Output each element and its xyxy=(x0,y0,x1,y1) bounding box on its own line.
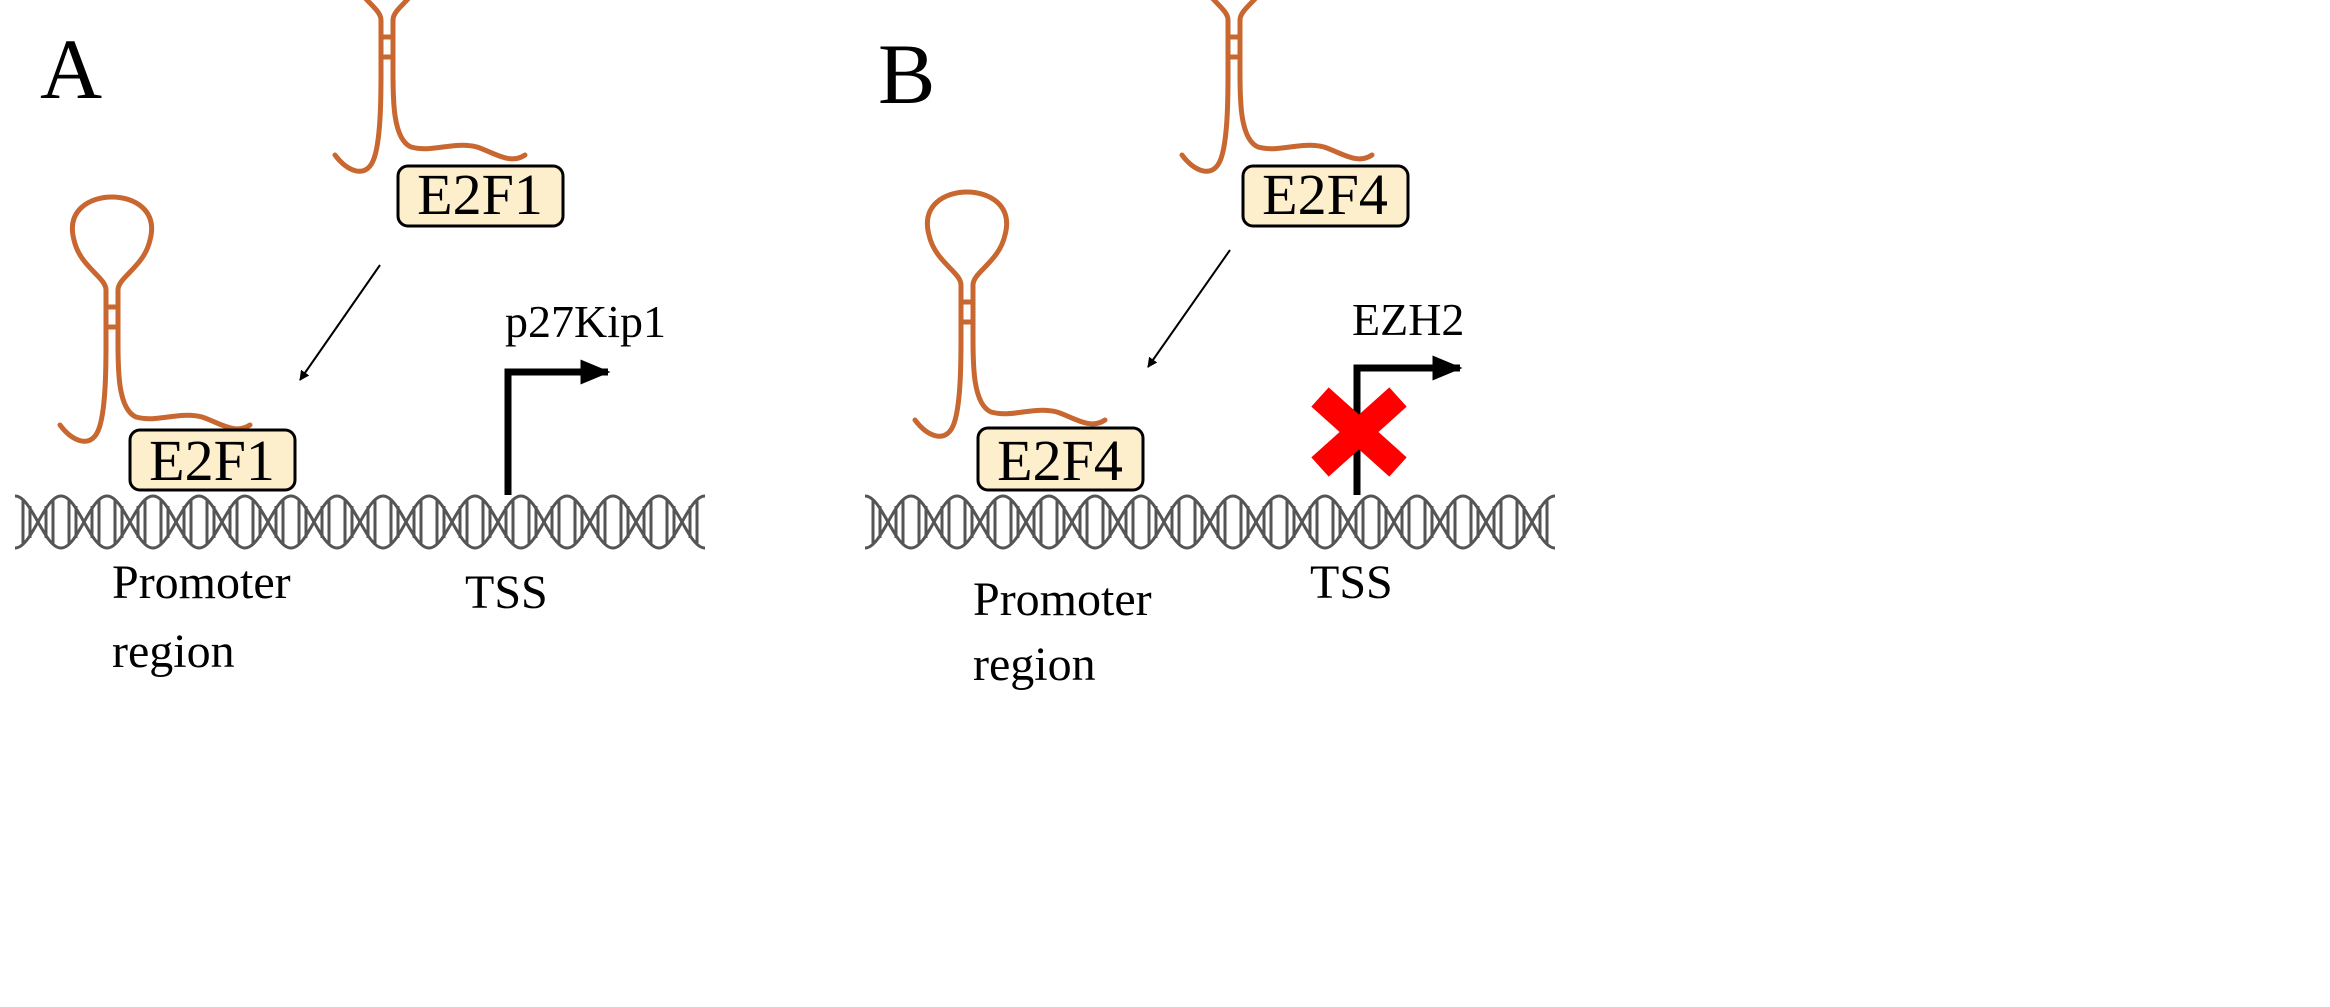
promoter-label-a-line1: Promoter xyxy=(112,556,291,609)
dna-turn xyxy=(1047,494,1097,550)
dna-turn xyxy=(1277,494,1327,550)
dna-turn xyxy=(13,494,63,550)
panel-a-letter: A xyxy=(40,21,102,117)
e2f4-label-free: E2F4 xyxy=(1262,162,1388,227)
e2f1-label-bound: E2F1 xyxy=(149,428,275,493)
tss-label-b: TSS xyxy=(1310,556,1393,609)
dna-turn xyxy=(657,494,707,550)
dna-turn xyxy=(909,494,959,550)
gene-label-b: EZH2 xyxy=(1352,294,1464,345)
dna-turn xyxy=(1415,494,1465,550)
dna-turn xyxy=(611,494,661,550)
dna-helix-icon xyxy=(13,494,707,550)
lncrna-stem-loop-icon xyxy=(335,0,525,171)
tss-bent-arrow-icon xyxy=(504,359,611,495)
dna-turn xyxy=(59,494,109,550)
dna-turn xyxy=(289,494,339,550)
dna-helix-icon xyxy=(863,494,1557,550)
dna-turn xyxy=(473,494,523,550)
dna-turn xyxy=(565,494,615,550)
red-x-block-icon xyxy=(1311,387,1407,477)
e2f1-box-bound: E2F1 xyxy=(128,428,297,493)
e2f4-label-bound: E2F4 xyxy=(997,428,1123,493)
dna-turn xyxy=(1139,494,1189,550)
dna-turn xyxy=(1231,494,1281,550)
panel-b-letter: B xyxy=(878,26,935,122)
dna-turn xyxy=(381,494,431,550)
tss-bent-arrow-icon xyxy=(1353,355,1463,495)
dna-turn xyxy=(1369,494,1419,550)
dna-turn xyxy=(151,494,201,550)
e2f1-label-free: E2F1 xyxy=(417,162,543,227)
e2f4-box-bound: E2F4 xyxy=(976,426,1145,493)
gene-label-a: p27Kip1 xyxy=(505,296,666,347)
dna-turn xyxy=(427,494,477,550)
tss-label-a: TSS xyxy=(465,566,548,619)
dna-turn xyxy=(1323,494,1373,550)
binding-arrow-a xyxy=(299,264,381,381)
dna-turn xyxy=(519,494,569,550)
lncrna-stem-loop-icon xyxy=(60,197,250,441)
dna-turn xyxy=(1093,494,1143,550)
lncrna-stem-loop-icon xyxy=(1182,0,1372,171)
promoter-label-a-line2: region xyxy=(112,625,235,678)
binding-arrow-b xyxy=(1147,249,1231,368)
dna-turn xyxy=(955,494,1005,550)
dna-turn xyxy=(1185,494,1235,550)
dna-turn xyxy=(863,494,913,550)
panel-b: B E2F4 E2F4 EZH2 Promoter region TSS xyxy=(863,0,1557,691)
dna-turn xyxy=(197,494,247,550)
dna-turn xyxy=(105,494,155,550)
promoter-label-b-line2: region xyxy=(973,638,1096,691)
dna-turn xyxy=(335,494,385,550)
e2f1-box-free: E2F1 xyxy=(396,162,565,228)
panel-a: A E2F1 E2F1 p27Kip1 Promoter region TSS xyxy=(13,0,707,678)
dna-turn xyxy=(243,494,293,550)
dna-turn xyxy=(1507,494,1557,550)
lncrna-stem-loop-icon xyxy=(915,192,1105,436)
promoter-label-b-line1: Promoter xyxy=(973,573,1152,626)
dna-turn xyxy=(1461,494,1511,550)
dna-turn xyxy=(1001,494,1051,550)
e2f4-box-free: E2F4 xyxy=(1241,162,1410,228)
